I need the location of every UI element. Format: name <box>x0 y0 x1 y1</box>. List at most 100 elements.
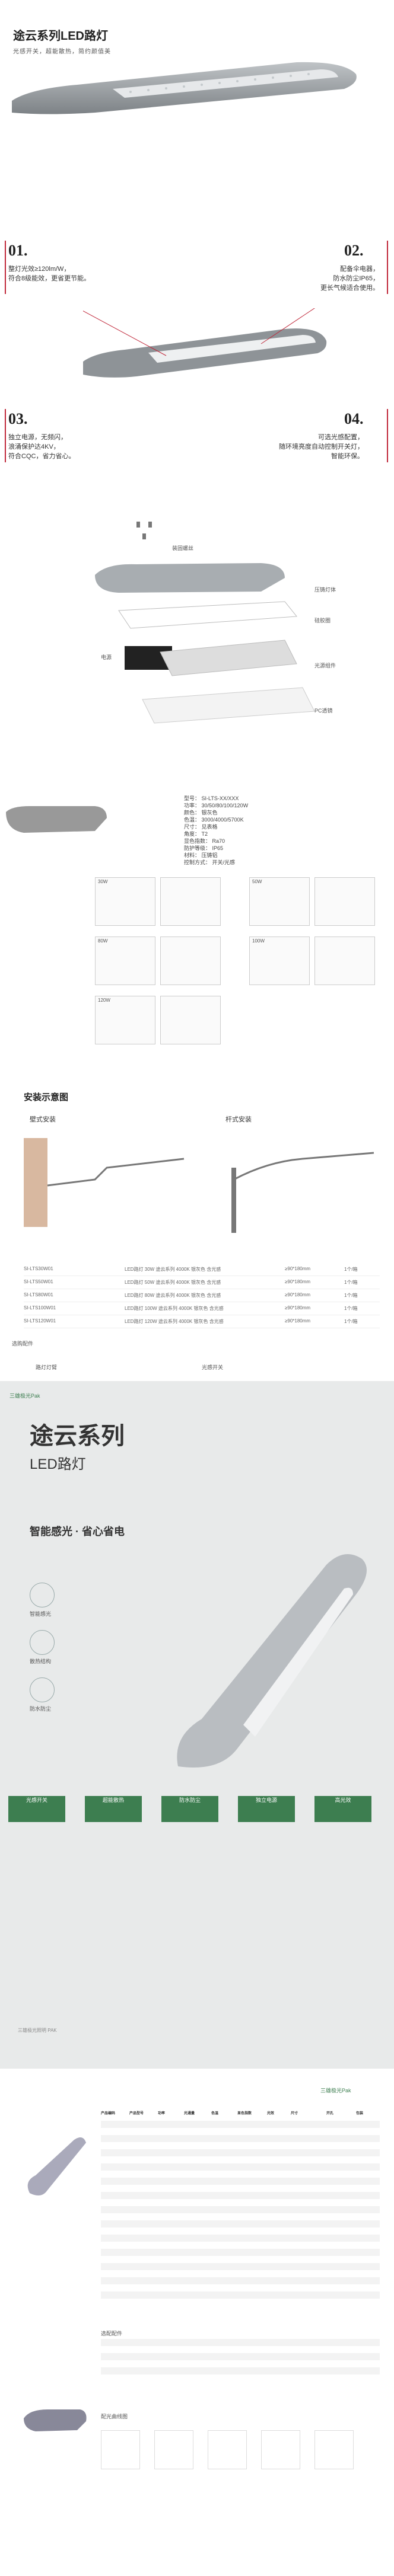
sensor-icon <box>30 1583 55 1607</box>
row-desc: LED路灯 30W 途云系列 4000K 银灰色 含光感 <box>125 1267 221 1272</box>
feature-04-text: 可选光感配置， 随环境亮度自动控制开关灯， 智能环保。 <box>279 434 364 460</box>
hero-subtitle: 光感开关，超能散热，简约颜值美 <box>13 49 111 55</box>
label-lens: 光源组件 <box>314 663 336 669</box>
hero-title: 途云系列LED路灯 <box>13 30 108 43</box>
chart-label-120w: 120W <box>98 998 110 1003</box>
curve-chart <box>154 2430 193 2469</box>
table-row: SI-LTS120W01 LED路灯 120W 途云系列 4000K 银灰色 含… <box>24 1315 380 1328</box>
header-cell: 显色指数 <box>237 2112 252 2115</box>
feature-01-bar <box>5 241 6 294</box>
grid-chart-100w <box>314 937 375 985</box>
accessories-title: 选购配件 <box>12 1341 34 1347</box>
row-size: ≥90*180mm <box>285 1279 311 1284</box>
spec-line-9: 控制方式： 开关/光感 <box>184 859 236 865</box>
feature-04-number: 04. <box>344 410 364 427</box>
poster-section: 三雄极光Pak 途云系列 LED路灯 智能感光 · 省心省电 智能感光 散热结构… <box>0 1381 394 2069</box>
curve-chart <box>101 2430 140 2469</box>
install-section: 安装示意图 壁式安装 杆式安装 <box>0 1091 394 1245</box>
exploded-diagram <box>95 522 315 724</box>
spec-sheet-product-image <box>27 2137 86 2195</box>
spec-line-0: 型号： SI-LTS-XX/XXX <box>184 795 239 801</box>
spec-line-2: 颜色： 银灰色 <box>184 810 218 816</box>
label-gasket: 硅胶圈 <box>314 618 331 624</box>
spec-line-1: 功率： 30/50/80/100/120W <box>184 803 249 808</box>
spec-sheet-brand: 三雄极光Pak <box>320 2088 351 2094</box>
header-cell: 尺寸 <box>291 2112 298 2115</box>
curve-chart <box>314 2430 354 2469</box>
header-cell: 产品型号 <box>129 2112 144 2115</box>
header-cell: 产品编码 <box>101 2112 116 2115</box>
feature-01-text: 整灯光效≥120lm/W， 符合8级能效，更省更节能。 <box>8 266 91 282</box>
poster-box-3: 独立电源 <box>238 1796 295 1822</box>
header-cell: 色温 <box>211 2112 219 2115</box>
spec-line-3: 色温： 3000/4000/5700K <box>184 817 244 823</box>
grid-chart-50w <box>314 877 375 926</box>
poster-streetlight-image <box>177 1554 367 1768</box>
poster-box-2: 防水防尘 <box>161 1796 218 1822</box>
row-unit: 1个/箱 <box>344 1267 358 1272</box>
feature-02-number: 02. <box>344 242 364 259</box>
header-cell: 包装 <box>356 2112 364 2115</box>
polar-chart-120w: 120W <box>95 996 155 1044</box>
waterproof-icon <box>30 1677 55 1702</box>
curve-chart <box>208 2430 247 2469</box>
row-desc: LED路灯 50W 途云系列 4000K 银灰色 含光感 <box>125 1280 221 1285</box>
install-title: 安装示意图 <box>24 1092 69 1102</box>
wall-mount-diagram <box>24 1138 185 1227</box>
header-cell: 光效 <box>267 2112 275 2115</box>
poster-box-0: 光感开关 <box>8 1796 65 1822</box>
install-wall-label: 壁式安装 <box>30 1116 56 1123</box>
polar-chart-30w: 30W <box>95 877 155 926</box>
streetlight-hero-image <box>12 62 357 114</box>
accessory-arm-label: 路灯灯臂 <box>36 1364 58 1370</box>
row-code: SI-LTS120W01 <box>24 1318 56 1324</box>
spec-line-6: 显色指数： Ra70 <box>184 838 225 844</box>
polar-chart-100w: 100W <box>249 937 310 985</box>
row-size: ≥90*180mm <box>285 1266 311 1271</box>
install-pole-label: 杆式安装 <box>225 1116 252 1123</box>
spec-sheet-header: 产品编码 产品型号 功率 光通量 色温 显色指数 光效 尺寸 开孔 包装 <box>101 2110 380 2118</box>
curve-chart <box>261 2430 300 2469</box>
accessories-section: 选购配件 路灯灯臂 光感开关 <box>0 1340 394 1375</box>
row-unit: 1个/箱 <box>344 1306 358 1311</box>
row-code: SI-LTS30W01 <box>24 1266 53 1271</box>
spec-accessory-rows <box>101 2339 380 2380</box>
accessory-sensor-label: 光感开关 <box>202 1364 224 1370</box>
poster-title: 途云系列 <box>30 1423 125 1449</box>
row-code: SI-LTS50W01 <box>24 1279 53 1284</box>
row-unit: 1个/箱 <box>344 1319 358 1324</box>
chart-label-50w: 50W <box>252 879 262 884</box>
grid-chart-80w <box>160 937 221 985</box>
table-row: SI-LTS100W01 LED路灯 100W 途云系列 4000K 银灰色 含… <box>24 1302 380 1315</box>
grid-chart-30w <box>160 877 221 926</box>
feature-03-bar <box>5 409 6 462</box>
table-row: SI-LTS50W01 LED路灯 50W 途云系列 4000K 银灰色 含光感… <box>24 1276 380 1289</box>
poster-slogan: 智能感光 · 省心省电 <box>30 1526 125 1538</box>
photometric-section: 30W 50W 80W 100W 120W <box>0 877 394 1073</box>
spec-sheet-section: 三雄极光Pak 产品编码 产品型号 功率 光通量 色温 显色指数 光效 尺寸 开… <box>0 2075 394 2576</box>
label-cover: PC透镜 <box>314 708 333 714</box>
row-unit: 1个/箱 <box>344 1293 358 1298</box>
row-code: SI-LTS100W01 <box>24 1305 56 1311</box>
poster-box-4: 高光效 <box>314 1796 371 1822</box>
row-unit: 1个/箱 <box>344 1280 358 1285</box>
curve-title: 配光曲线图 <box>101 2414 128 2420</box>
poster-footer: 三雄极光照明 PAK <box>18 2028 57 2033</box>
chart-label-80w: 80W <box>98 938 108 944</box>
header-cell: 功率 <box>158 2112 166 2115</box>
spec-line-8: 材料： 压铸铝 <box>184 852 218 858</box>
feature-04-bar <box>387 409 388 462</box>
poster-icon3-label: 防水防尘 <box>30 1706 52 1712</box>
chart-label-100w: 100W <box>252 938 265 944</box>
streetlight-feature-image <box>83 308 327 378</box>
polar-chart-80w: 80W <box>95 937 155 985</box>
row-size: ≥90*180mm <box>285 1305 311 1311</box>
label-screws: 装固螺丝 <box>172 545 194 551</box>
poster-icon1-label: 智能感光 <box>30 1611 52 1617</box>
label-driver: 电源 <box>101 654 112 660</box>
row-desc: LED路灯 120W 途云系列 4000K 银灰色 含光感 <box>125 1319 224 1324</box>
model-table-section: SI-LTS30W01 LED路灯 30W 途云系列 4000K 银灰色 含光感… <box>0 1263 394 1334</box>
feature-01-number: 01. <box>8 242 28 259</box>
spec-line-5: 角度： T2 <box>184 831 208 837</box>
chart-label-30w: 30W <box>98 879 108 884</box>
